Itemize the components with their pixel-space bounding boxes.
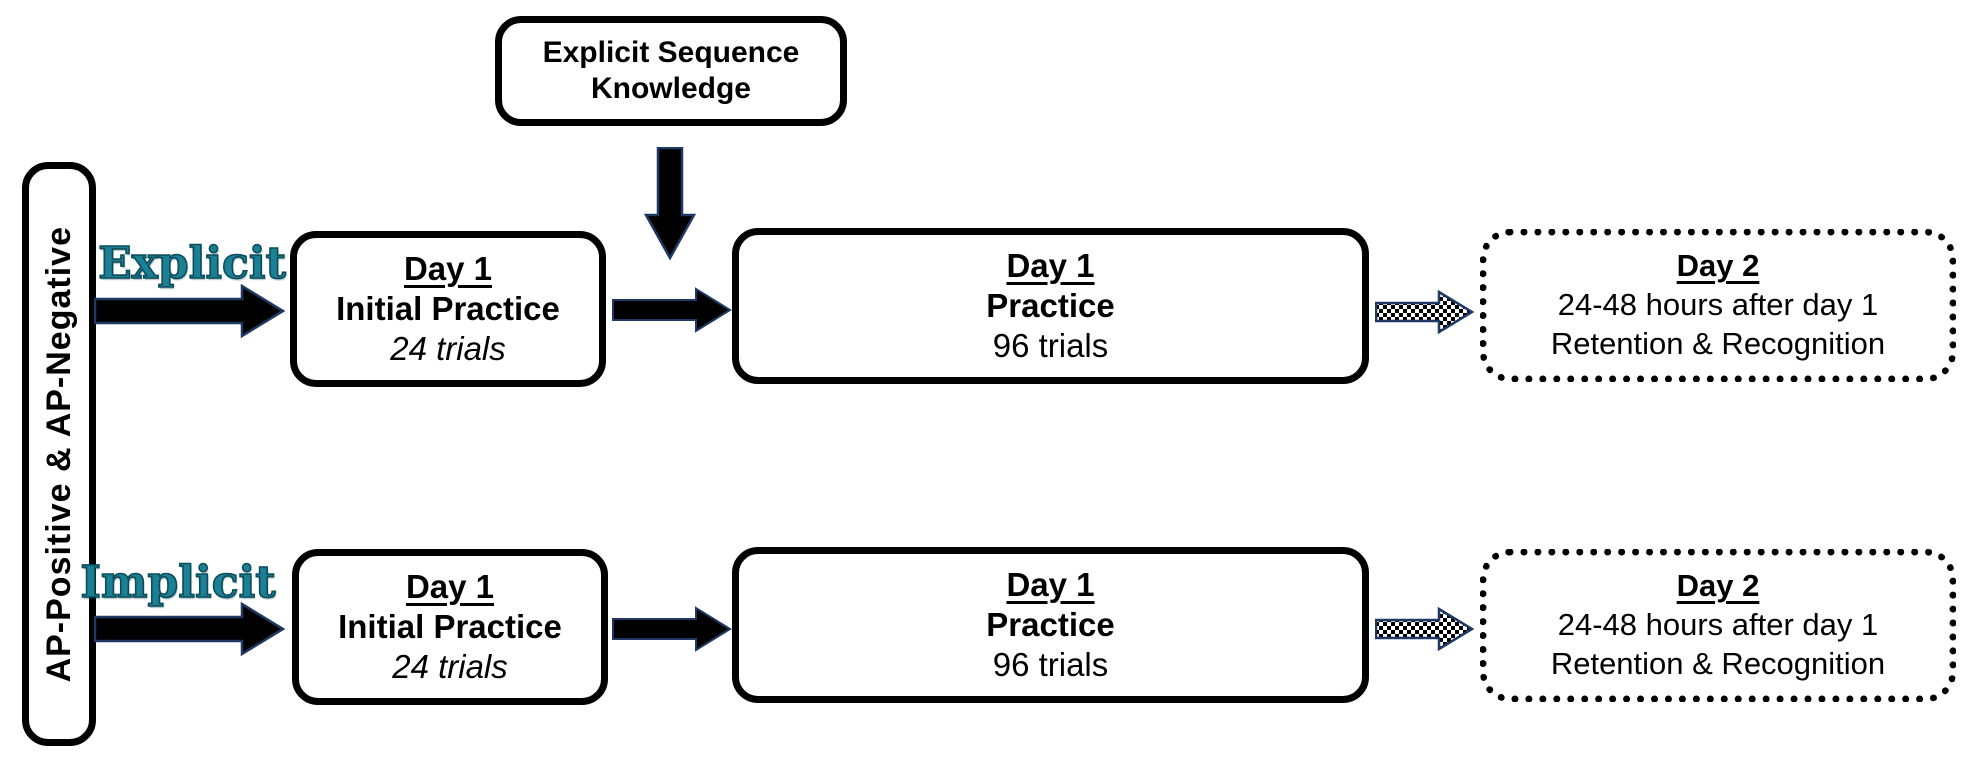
trials-label: 24 trials xyxy=(390,330,506,368)
trials-label: 96 trials xyxy=(992,327,1109,365)
cohort-box-label: AP-Positive & AP-Negative xyxy=(39,225,78,683)
explicit-flow-arrow-icon xyxy=(612,287,732,333)
implicit-flow-arrow-icon xyxy=(612,606,732,652)
trials-label: 96 trials xyxy=(992,646,1109,684)
day-label: Day 2 xyxy=(1676,568,1760,604)
cohort-box: AP-Positive & AP-Negative xyxy=(22,162,96,746)
day-label: Day 1 xyxy=(1006,565,1095,603)
day-label: Day 1 xyxy=(405,567,495,605)
knowledge-down-arrow-icon xyxy=(644,147,696,260)
timing-label: 24-48 hours after day 1 xyxy=(1557,287,1879,323)
implicit-condition-label: Implicit xyxy=(80,556,277,609)
explicit-right-arrow-icon xyxy=(94,284,286,338)
implicit-right-arrow-icon xyxy=(94,602,286,656)
explicit-condition-label: Explicit xyxy=(97,237,286,290)
day-label: Day 1 xyxy=(403,249,493,287)
trials-label: 24 trials xyxy=(392,648,508,686)
stage-label: Practice xyxy=(986,605,1115,643)
implicit-initial-practice-box: Day 1 Initial Practice 24 trials xyxy=(292,549,608,705)
day-label: Day 2 xyxy=(1676,248,1760,284)
timing-label: 24-48 hours after day 1 xyxy=(1557,607,1879,643)
implicit-retention-arrow-icon xyxy=(1375,606,1474,652)
stage-label: Practice xyxy=(986,286,1115,324)
explicit-practice-box: Day 1 Practice 96 trials xyxy=(732,228,1369,384)
explicit-initial-practice-box: Day 1 Initial Practice 24 trials xyxy=(290,231,606,387)
explicit-retention-arrow-icon xyxy=(1375,289,1474,335)
explicit-sequence-knowledge-label: Explicit Sequence Knowledge xyxy=(542,36,800,105)
implicit-retention-box: Day 2 24-48 hours after day 1 Retention … xyxy=(1480,549,1956,702)
implicit-practice-box: Day 1 Practice 96 trials xyxy=(732,547,1369,703)
day-label: Day 1 xyxy=(1006,246,1095,284)
explicit-sequence-knowledge-box: Explicit Sequence Knowledge xyxy=(495,16,847,126)
stage-label: Initial Practice xyxy=(338,607,562,645)
tasks-label: Retention & Recognition xyxy=(1550,645,1886,681)
explicit-retention-box: Day 2 24-48 hours after day 1 Retention … xyxy=(1480,229,1956,382)
tasks-label: Retention & Recognition xyxy=(1550,325,1886,361)
stage-label: Initial Practice xyxy=(336,289,560,327)
